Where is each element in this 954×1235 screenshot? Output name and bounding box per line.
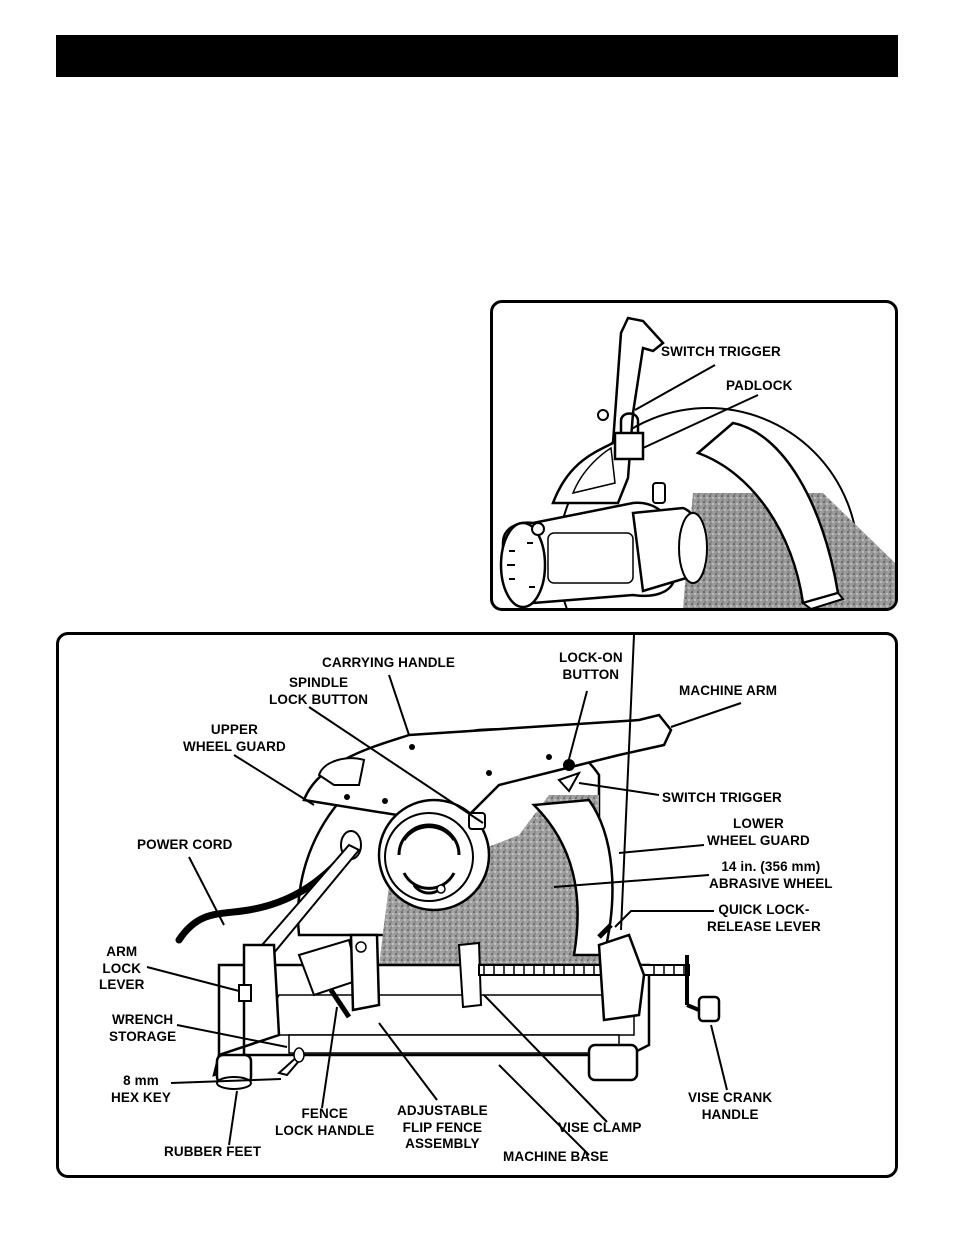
leader-flip-fence [378, 1022, 438, 1101]
leader-lock-on [568, 690, 588, 760]
label-abrasive-wheel: 14 in. (356 mm) ABRASIVE WHEEL [709, 859, 833, 891]
leader-abrasive-wheel [553, 874, 710, 888]
leader-lower-guard [618, 844, 705, 854]
leader-rubber-feet [228, 1090, 238, 1146]
label-padlock: PADLOCK [726, 378, 793, 393]
label-rubber-feet: RUBBER FEET [164, 1144, 262, 1159]
label-vise-clamp: VISE CLAMP [558, 1120, 642, 1135]
label-adjustable-flip-fence: ADJUSTABLE FLIP FENCE ASSEMBLY [397, 1103, 488, 1151]
leader-switch-trigger [634, 364, 716, 411]
label-lower-wheel-guard: LOWER WHEEL GUARD [707, 816, 810, 848]
leader-wrench-storage [176, 1024, 288, 1048]
leader-fence-lock [321, 1006, 338, 1109]
inset-saw-illustration [499, 316, 895, 608]
label-vise-crank-handle: VISE CRANK HANDLE [688, 1090, 773, 1122]
label-spindle-lock-button: SPINDLE LOCK BUTTON [269, 675, 369, 707]
leader-power-cord [188, 856, 225, 926]
label-hex-key: 8 mm HEX KEY [111, 1073, 171, 1105]
leader-arm-lock [146, 966, 240, 992]
label-carrying-handle: CARRYING HANDLE [322, 655, 455, 670]
label-switch-trigger-inset: SWITCH TRIGGER [661, 344, 781, 359]
chop-saw-illustration [146, 635, 742, 1156]
leader-machine-base [498, 1064, 590, 1156]
label-quick-lock-release-lever: QUICK LOCK- RELEASE LEVER [707, 902, 821, 934]
leader-carrying-handle [388, 674, 410, 736]
leader-hex-key [170, 1078, 282, 1084]
label-arm-lock-lever: ARM LOCK LEVER [99, 944, 145, 992]
header-bar [56, 35, 898, 77]
leader-vise-clamp [483, 994, 608, 1123]
label-switch-trigger: SWITCH TRIGGER [662, 790, 782, 805]
label-machine-arm: MACHINE ARM [679, 683, 778, 698]
label-power-cord: POWER CORD [137, 837, 233, 852]
leader-padlock [642, 394, 759, 449]
leader-quick-release [620, 635, 635, 931]
inset-detail-panel: SWITCH TRIGGER PADLOCK [490, 300, 898, 611]
leader-spindle-lock [308, 706, 484, 824]
label-machine-base: MACHINE BASE [503, 1149, 609, 1164]
main-diagram-panel: CARRYING HANDLE SPINDLE LOCK BUTTON UPPE… [56, 632, 898, 1178]
label-upper-wheel-guard: UPPER WHEEL GUARD [183, 722, 286, 754]
label-wrench-storage: WRENCH STORAGE [109, 1012, 177, 1044]
label-lock-on-button: LOCK-ON BUTTON [559, 650, 623, 682]
leader-upper-guard [233, 754, 315, 806]
label-fence-lock-handle: FENCE LOCK HANDLE [275, 1106, 375, 1138]
leader-switch-trigger [578, 782, 660, 796]
leader-vise-crank [710, 1024, 728, 1091]
leader-machine-arm [670, 702, 742, 728]
